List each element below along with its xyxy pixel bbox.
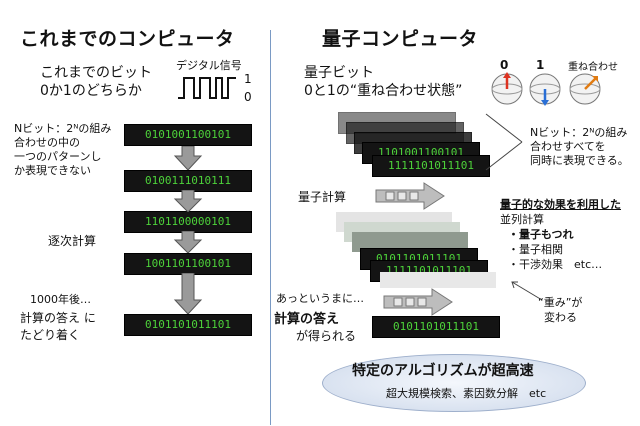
classic-binary-5: 0101101011101 <box>124 314 252 336</box>
bloch-sphere-0-icon <box>491 72 523 105</box>
instant-label: あっというまに… <box>276 292 364 305</box>
classic-binary-4: 1001101100101 <box>124 253 252 275</box>
quantum-answer-line2: が得られる <box>296 329 357 343</box>
classic-binary-1: 0101001100101 <box>124 124 252 146</box>
classic-answer-line1: 計算の答え に <box>20 311 96 325</box>
weight-line1: “重み”が <box>538 296 583 309</box>
classic-nbits-line2: 合わせの中の <box>14 136 80 149</box>
classic-bit-line1: これまでのビット <box>40 65 152 81</box>
sphere-superposition-label: 重ね合わせ <box>568 62 618 73</box>
bracket-icon <box>485 113 523 171</box>
quantum-nbits-line3: 同時に表現できる。 <box>530 154 629 167</box>
quantum-calc-arrow-icon <box>375 182 445 210</box>
stack-layer <box>352 232 468 252</box>
years-later-label: 1000年後… <box>30 293 91 306</box>
classic-nbits-line4: か表現できない <box>14 164 91 177</box>
quantum-nbits-line2: 合わせすべてを <box>530 140 606 153</box>
down-arrow-icon <box>173 231 203 253</box>
down-arrow-icon <box>173 146 203 170</box>
right-title: 量子コンピュータ <box>322 28 479 50</box>
quantum-effect-line2: 並列計算 <box>500 213 544 226</box>
effect-item-interference: ・干渉効果 etc… <box>508 258 603 271</box>
stack-layer <box>380 272 496 288</box>
qubit-line2: 0と1の“重ね合わせ状態” <box>304 83 463 99</box>
weight-line2: 変わる <box>544 311 577 324</box>
quantum-final-binary: 0101101011101 <box>372 316 500 338</box>
bloch-sphere-superposition-icon <box>569 73 601 105</box>
signal-high-label: 1 <box>244 72 252 86</box>
algorithm-examples: 超大規模検索、素因数分解 etc <box>386 387 547 400</box>
classic-binary-3: 1101100000101 <box>124 211 252 233</box>
classic-nbits-line1: Nビット：2ᴺの組み <box>14 122 112 135</box>
stack-binary-2: 1111101011101 <box>372 155 490 177</box>
digital-signal-icon <box>178 77 236 99</box>
classic-nbits-line3: 一つのパターンし <box>14 150 102 163</box>
quantum-calc-label: 量子計算 <box>298 190 347 204</box>
effect-item-correlation: ・量子相関 <box>508 243 563 256</box>
sphere-0-label: 0 <box>500 58 509 72</box>
signal-low-label: 0 <box>244 90 252 104</box>
quantum-nbits-line1: Nビット：2ᴺの組み <box>530 126 628 139</box>
left-title: これまでのコンピュータ <box>20 28 235 50</box>
digital-signal-label: デジタル信号 <box>176 59 242 72</box>
weight-pointer-icon <box>511 281 543 301</box>
quantum-answer-line1: 計算の答え <box>274 312 340 327</box>
quantum-effect-line1: 量子的な効果を利用した <box>500 198 621 211</box>
classic-bit-line2: 0か1のどちらか <box>40 83 142 99</box>
sequential-calc-label: 逐次計算 <box>48 234 97 248</box>
bloch-sphere-1-icon <box>529 73 561 106</box>
algorithm-title: 特定のアルゴリズムが超高速 <box>352 363 534 379</box>
section-divider <box>270 30 271 425</box>
result-arrow-icon <box>383 288 453 316</box>
down-arrow-icon <box>173 190 203 212</box>
qubit-line1: 量子ビット <box>304 65 374 81</box>
algorithm-ellipse <box>322 354 586 412</box>
classic-binary-2: 0100111010111 <box>124 170 252 192</box>
sphere-1-label: 1 <box>536 58 545 72</box>
classic-answer-line2: たどり着く <box>20 328 81 342</box>
effect-item-entanglement: ・量子もつれ <box>508 228 574 241</box>
long-down-arrow-icon <box>173 273 203 314</box>
